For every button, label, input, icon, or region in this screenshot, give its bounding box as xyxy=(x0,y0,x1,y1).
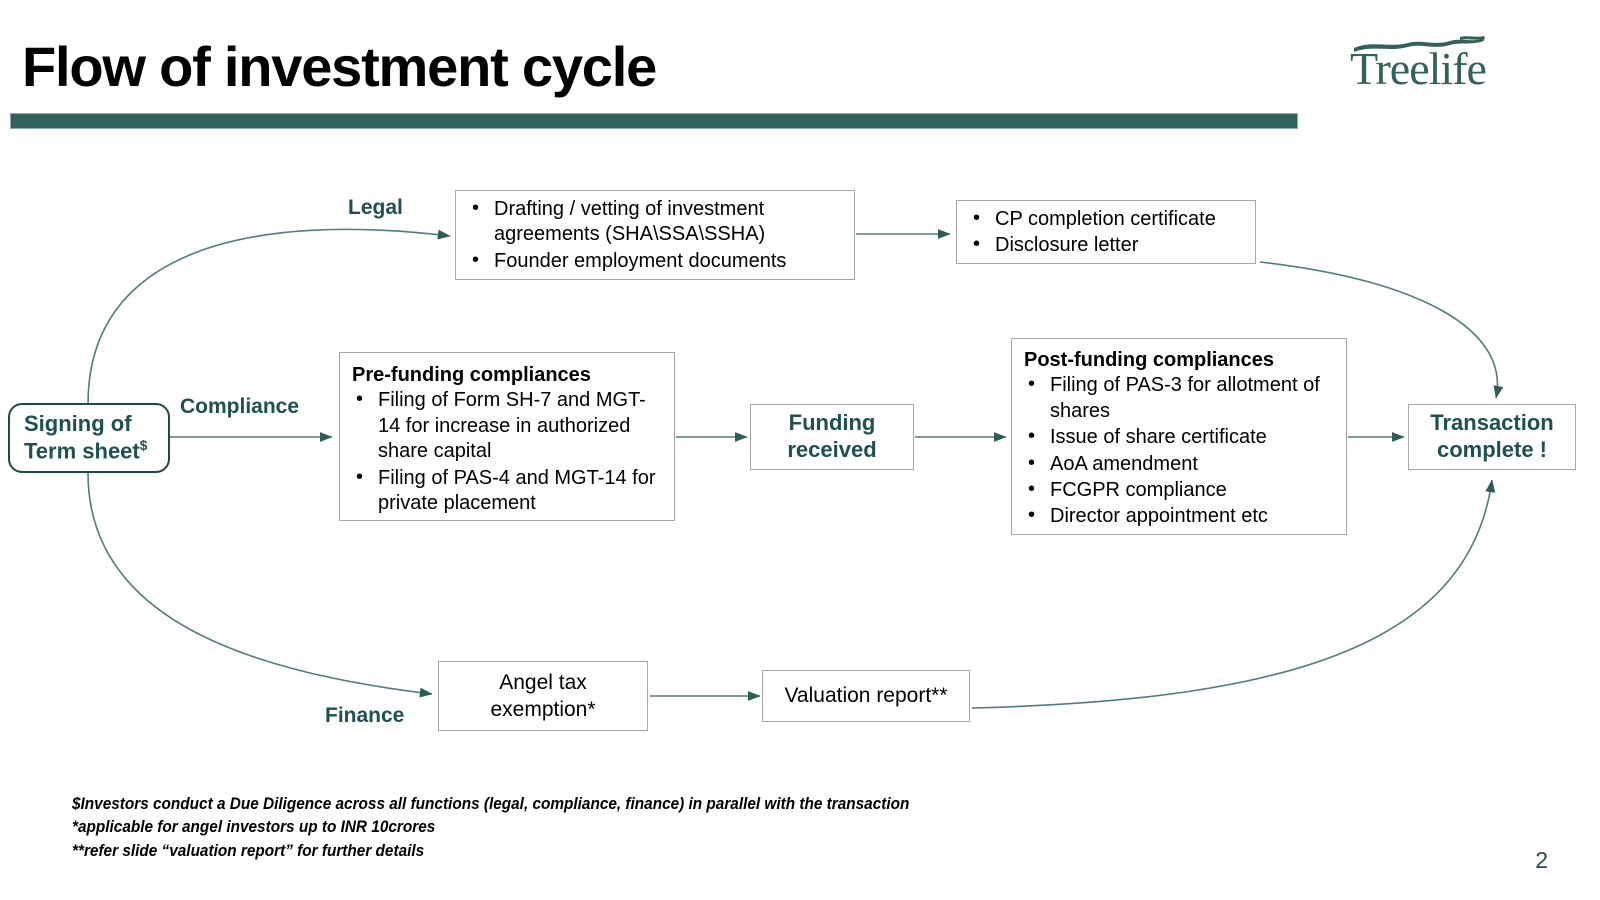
title-underline-bar xyxy=(10,113,1298,129)
transaction-complete-line2: complete ! xyxy=(1436,437,1548,462)
page-title: Flow of investment cycle xyxy=(22,35,657,98)
branch-label-finance: Finance xyxy=(325,704,405,727)
branch-label-legal: Legal xyxy=(348,196,403,219)
footnote-2: *applicable for angel investors up to IN… xyxy=(72,818,436,837)
footnote-1: $Investors conduct a Due Diligence acros… xyxy=(72,795,910,813)
node-pre-funding-compliances[interactable]: Pre-funding compliances Filing of Form S… xyxy=(339,352,675,521)
post-funding-title: Post-funding compliances xyxy=(1024,349,1275,371)
branch-label-compliance: Compliance xyxy=(180,395,300,418)
post-funding-bullet-1: Filing of PAS-3 for allotment of shares xyxy=(1024,372,1336,424)
post-funding-bullet-2: Issue of share certificate xyxy=(1024,424,1336,450)
footnotes-block: $Investors conduct a Due Diligence acros… xyxy=(72,793,1072,863)
svg-text:Treelife: Treelife xyxy=(1350,43,1486,94)
transaction-complete-line1: Transaction xyxy=(1430,410,1554,436)
node-signing-term-sheet[interactable]: Signing of Term sheet$ xyxy=(8,403,170,473)
pre-funding-bullet-1: Filing of Form SH-7 and MGT-14 for incre… xyxy=(352,387,664,464)
legal-bullet-2: Founder employment documents xyxy=(468,248,844,274)
node-transaction-complete[interactable]: Transaction complete ! xyxy=(1408,404,1576,470)
node-post-funding-compliances[interactable]: Post-funding compliances Filing of PAS-3… xyxy=(1011,338,1347,535)
legal-bullet-1: Drafting / vetting of investment agreeme… xyxy=(468,196,844,248)
node-legal-documents[interactable]: Drafting / vetting of investment agreeme… xyxy=(455,190,855,280)
term-sheet-footnote-marker: $ xyxy=(139,437,148,453)
post-funding-bullet-4: FCGPR compliance xyxy=(1024,477,1336,503)
page-number: 2 xyxy=(1535,847,1548,873)
cp-bullet-1: CP completion certificate xyxy=(969,206,1245,232)
node-cp-completion[interactable]: CP completion certificate Disclosure let… xyxy=(956,200,1256,264)
angel-tax-line2: exemption* xyxy=(490,698,596,721)
funding-received-line1: Funding xyxy=(788,410,876,436)
funding-received-line2: received xyxy=(787,437,877,462)
node-angel-tax-exemption[interactable]: Angel tax exemption* xyxy=(438,661,648,731)
treelife-logo: Treelife xyxy=(1342,28,1542,98)
term-sheet-line2: Term sheet xyxy=(24,438,140,464)
pre-funding-title: Pre-funding compliances xyxy=(352,364,591,386)
footnote-3: **refer slide “valuation report” for fur… xyxy=(72,841,425,860)
node-valuation-report[interactable]: Valuation report** xyxy=(762,670,970,722)
cp-bullet-2: Disclosure letter xyxy=(969,232,1245,258)
term-sheet-line1: Signing of xyxy=(24,411,132,436)
post-funding-bullet-5: Director appointment etc xyxy=(1024,503,1336,529)
valuation-report-label: Valuation report** xyxy=(784,684,948,708)
pre-funding-bullet-2: Filing of PAS-4 and MGT-14 for private p… xyxy=(352,465,664,517)
angel-tax-line1: Angel tax xyxy=(499,670,587,694)
post-funding-bullet-3: AoA amendment xyxy=(1024,451,1336,477)
node-funding-received[interactable]: Funding received xyxy=(750,404,914,470)
